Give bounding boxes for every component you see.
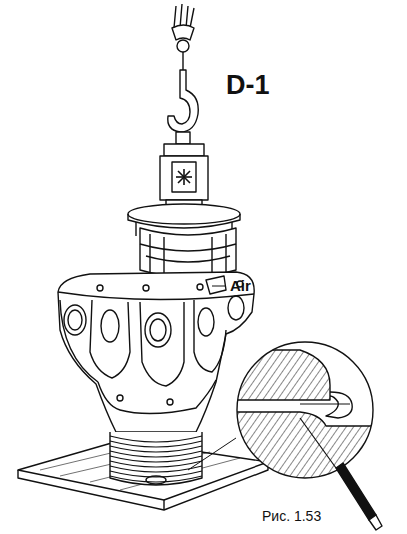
detail-inset <box>230 342 380 490</box>
air-leader <box>212 286 226 287</box>
threaded-spindle <box>110 432 202 485</box>
figure-title: D-1 <box>226 70 270 101</box>
crane-hook <box>168 70 199 144</box>
figure-caption: Рис. 1.53 <box>262 508 321 524</box>
swivel-box <box>160 144 208 208</box>
housing <box>58 272 254 432</box>
part-label: Air <box>230 277 251 294</box>
upper-cylinder <box>140 228 236 278</box>
inset-leader <box>188 438 236 470</box>
sling <box>172 4 194 70</box>
